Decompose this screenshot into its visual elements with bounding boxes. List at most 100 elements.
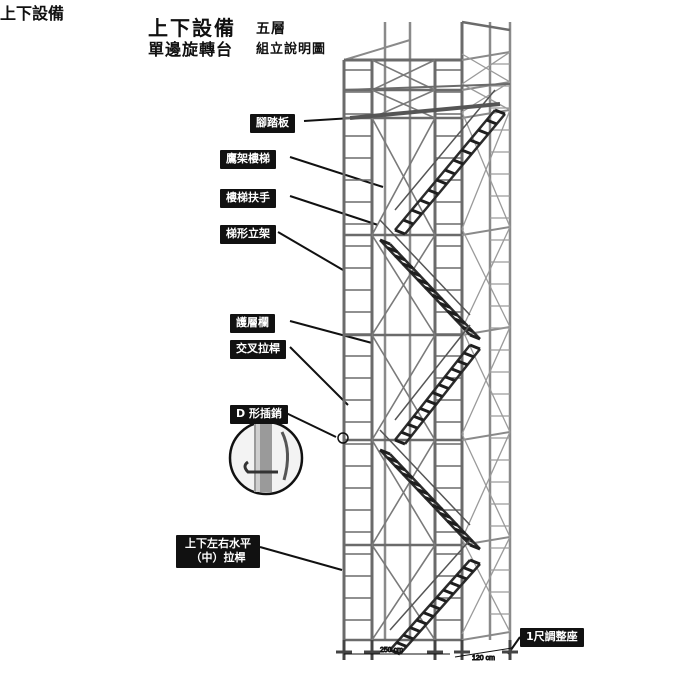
scaffold-member bbox=[461, 51, 511, 85]
scaffold-member bbox=[439, 511, 451, 519]
scaffold-stairs bbox=[379, 89, 506, 656]
pointer-handrail bbox=[289, 195, 379, 226]
scaffold-member bbox=[477, 128, 489, 136]
title-caption: 組立說明圖 bbox=[256, 42, 327, 57]
scaffold-member bbox=[394, 254, 406, 262]
scaffold-member bbox=[494, 108, 506, 116]
scaffold-member bbox=[402, 218, 414, 226]
scaffold-member bbox=[371, 234, 436, 336]
scaffold-member bbox=[389, 648, 401, 656]
title-floors: 五層 bbox=[256, 21, 286, 37]
scaffold-member bbox=[400, 430, 412, 438]
scaffold-frame bbox=[336, 20, 518, 660]
scaffold-member bbox=[461, 226, 511, 330]
label-guardrail: 護層欄 bbox=[230, 314, 275, 333]
scaffold-member bbox=[461, 148, 473, 156]
scaffold-member bbox=[431, 391, 444, 398]
scaffold-member bbox=[402, 633, 414, 641]
scaffold-member bbox=[419, 198, 431, 206]
pointer-guardrail bbox=[289, 320, 373, 344]
scaffold-member bbox=[413, 414, 425, 422]
scaffold-member bbox=[461, 536, 511, 635]
scaffold-member bbox=[469, 343, 481, 351]
scaffold-member bbox=[450, 367, 462, 375]
label-ladder-frame: 梯形立架 bbox=[220, 225, 276, 244]
scaffold-member bbox=[416, 488, 429, 495]
scaffold-member bbox=[394, 228, 406, 236]
scaffold-member bbox=[486, 118, 498, 126]
label-handrail: 樓梯扶手 bbox=[220, 189, 276, 208]
scaffold-member bbox=[406, 422, 419, 430]
scaffold-member bbox=[469, 333, 481, 341]
scaffold-member bbox=[442, 588, 454, 596]
scaffold-member bbox=[419, 406, 431, 414]
scaffold-member bbox=[461, 535, 474, 543]
pointer-d-pin bbox=[283, 411, 337, 438]
scaffold-member bbox=[371, 59, 436, 91]
scaffold-member bbox=[411, 208, 423, 216]
scaffold-member bbox=[452, 158, 464, 166]
scaffold-member bbox=[379, 429, 471, 526]
scaffold-member bbox=[461, 226, 511, 236]
d-pin-detail bbox=[228, 420, 349, 496]
scaffold-member bbox=[461, 20, 511, 32]
scaffold-member bbox=[462, 566, 474, 573]
scaffold-member bbox=[371, 334, 436, 441]
pointer-horizontal-brace bbox=[259, 546, 343, 571]
scaffold-member bbox=[454, 527, 466, 535]
label-cross-brace: 交叉拉桿 bbox=[230, 340, 286, 359]
scaffold-member bbox=[343, 39, 411, 61]
scaffold-member bbox=[431, 294, 444, 301]
scaffold-member bbox=[386, 246, 399, 254]
scaffold-member bbox=[371, 439, 436, 546]
scaffold-member bbox=[422, 611, 434, 618]
scaffold-member bbox=[409, 480, 421, 488]
scaffold-member bbox=[461, 326, 511, 435]
scaffold-member bbox=[379, 238, 391, 246]
title-main-text: 上下設備 bbox=[148, 16, 236, 40]
scaffold-member bbox=[439, 301, 451, 309]
scaffold-member bbox=[446, 309, 459, 317]
scaffold-member bbox=[454, 317, 466, 325]
scaffold-member bbox=[444, 168, 456, 176]
scaffold-member bbox=[401, 262, 414, 270]
scaffold-member bbox=[424, 286, 436, 293]
scaffold-member bbox=[416, 278, 429, 285]
pointer-cross-brace bbox=[289, 346, 349, 406]
scaffold-member bbox=[379, 448, 391, 456]
scaffold-member bbox=[436, 596, 448, 603]
scaffold-member bbox=[449, 581, 461, 588]
scaffold-member bbox=[469, 558, 481, 566]
scaffold-member bbox=[389, 539, 471, 631]
scaffold-member bbox=[343, 83, 511, 91]
scaffold-member bbox=[429, 603, 441, 611]
scaffold-member bbox=[463, 351, 475, 359]
scaffold-member bbox=[394, 438, 406, 446]
scaffold-member bbox=[461, 631, 511, 641]
dimension-marks: 250 cm 120 cm bbox=[344, 647, 513, 663]
title-main: 上下設備 bbox=[0, 4, 65, 23]
scaffold-member bbox=[416, 618, 428, 626]
scaffold-member bbox=[461, 431, 511, 540]
scaffold-member bbox=[396, 641, 408, 648]
scaffold-member bbox=[409, 626, 421, 633]
scaffold-member bbox=[456, 359, 469, 367]
scaffold-member bbox=[436, 178, 448, 186]
scaffold-member bbox=[371, 544, 436, 641]
label-base-jack: 1尺調整座 bbox=[520, 628, 584, 647]
scaffold-member bbox=[379, 219, 471, 316]
scaffold-member bbox=[349, 102, 501, 120]
scaffold-member bbox=[425, 399, 437, 406]
scaffold-member bbox=[394, 324, 471, 421]
scaffold-member bbox=[461, 109, 511, 230]
scaffold-member bbox=[394, 464, 406, 472]
scaffold-member bbox=[394, 89, 496, 211]
dimension-width: 250 cm bbox=[380, 647, 403, 654]
scaffold-member bbox=[386, 456, 399, 464]
scaffold-member bbox=[438, 383, 450, 390]
pointer-lines bbox=[259, 117, 521, 655]
scaffold-member bbox=[446, 519, 459, 527]
scaffold-member bbox=[371, 117, 436, 236]
scaffold-member bbox=[469, 543, 481, 551]
